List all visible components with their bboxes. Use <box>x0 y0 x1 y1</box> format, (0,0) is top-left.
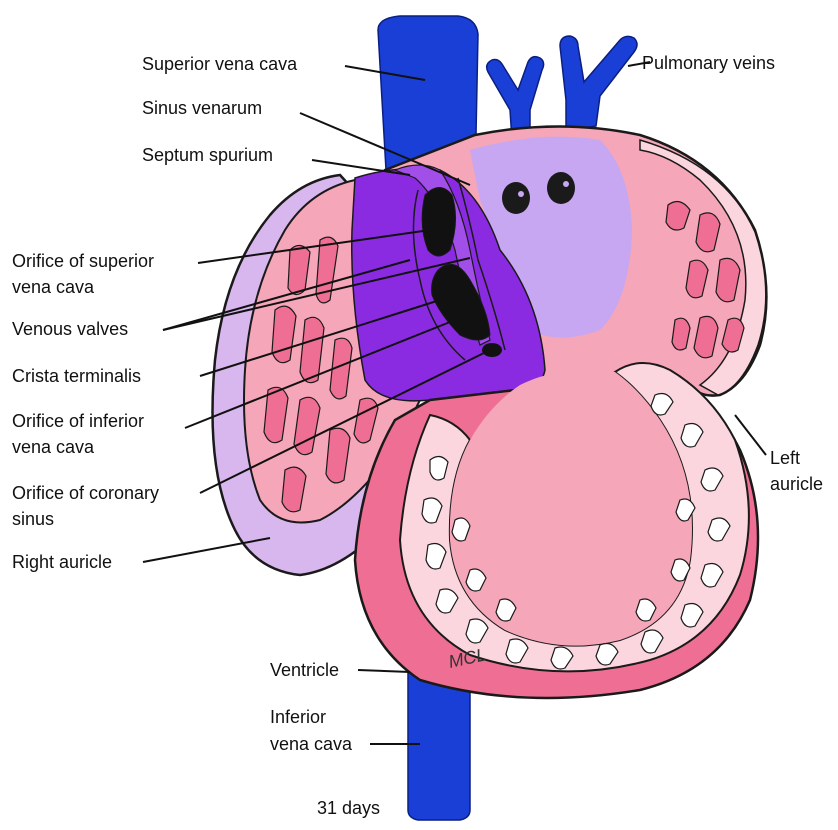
label-orifice-inferior-line1: Orifice of inferior <box>12 410 144 432</box>
label-orifice-coronary-line1: Orifice of coronary <box>12 482 159 504</box>
label-orifice-inferior-line2: vena cava <box>12 436 94 458</box>
orifice-superior-vena-cava <box>422 188 455 257</box>
label-right-auricle: Right auricle <box>12 551 112 573</box>
pulmonary-vein-orifice-right <box>547 172 575 204</box>
label-superior-vena-cava: Superior vena cava <box>142 53 297 75</box>
label-orifice-superior-line2: vena cava <box>12 276 94 298</box>
label-sinus-venarum: Sinus venarum <box>142 97 262 119</box>
label-ventricle: Ventricle <box>270 659 339 681</box>
label-inferior-vena-cava-line2: vena cava <box>270 733 352 755</box>
label-septum-spurium: Septum spurium <box>142 144 273 166</box>
label-crista-terminalis: Crista terminalis <box>12 365 141 387</box>
label-inferior-vena-cava-line1: Inferior <box>270 706 326 728</box>
label-orifice-superior-line1: Orifice of superior <box>12 250 154 272</box>
label-orifice-coronary-line2: sinus <box>12 508 54 530</box>
caption-age: 31 days <box>317 797 380 819</box>
pulmonary-vein-orifice-left <box>502 182 530 214</box>
label-venous-valves: Venous valves <box>12 318 128 340</box>
label-left-auricle-line2: auricle <box>770 473 823 495</box>
pulmonary-veins <box>487 36 637 140</box>
label-pulmonary-veins: Pulmonary veins <box>642 52 775 74</box>
orifice-coronary-sinus <box>482 343 502 357</box>
label-left-auricle-line1: Left <box>770 447 800 469</box>
